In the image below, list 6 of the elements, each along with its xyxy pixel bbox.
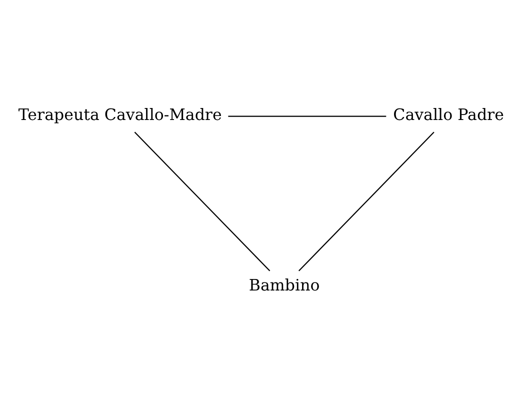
node-text: Bambino — [248, 276, 320, 295]
node-text: Cavallo Padre — [393, 105, 504, 124]
connector — [298, 132, 434, 272]
node-text: Terapeuta Cavallo-Madre — [18, 105, 222, 124]
connector — [134, 132, 270, 272]
connector — [228, 116, 386, 117]
